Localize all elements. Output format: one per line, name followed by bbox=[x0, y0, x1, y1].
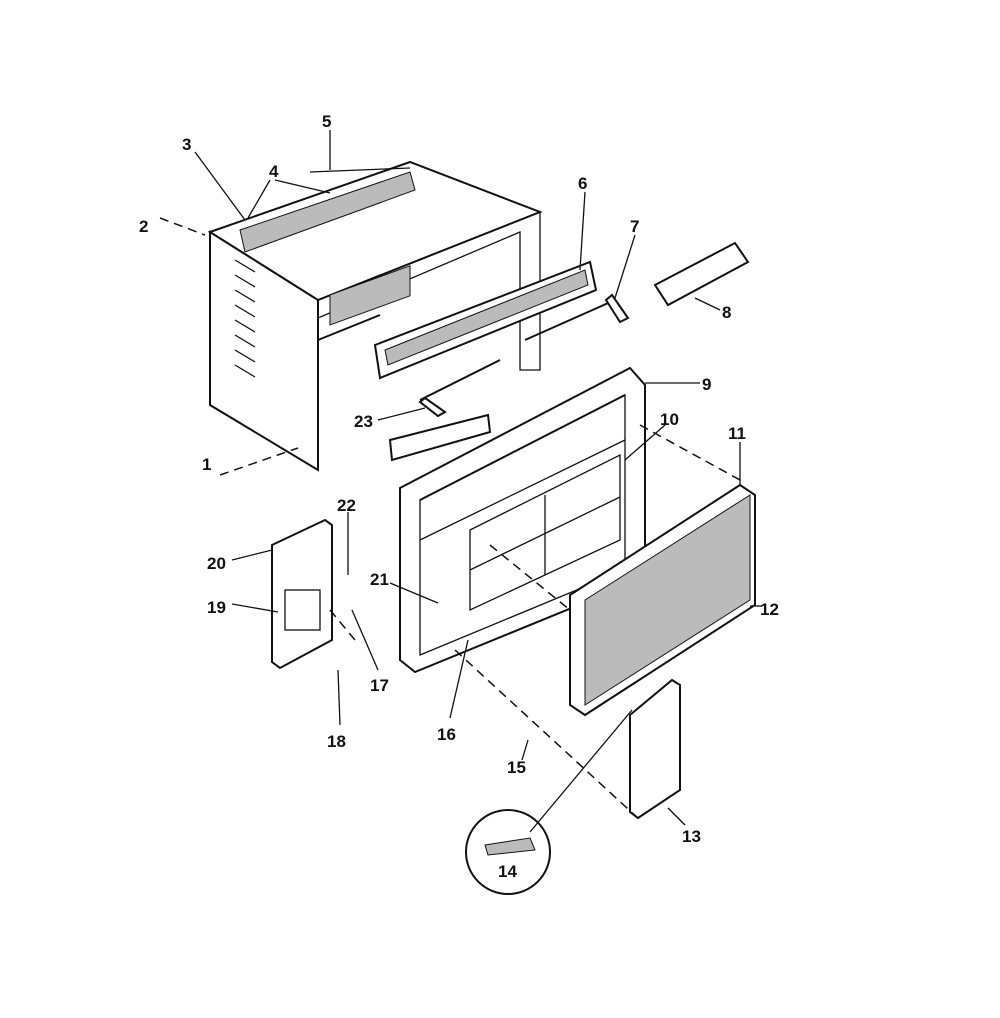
leader-dashes bbox=[159, 217, 741, 821]
label-1: 1 bbox=[202, 455, 211, 474]
label-17: 17 bbox=[370, 676, 389, 695]
cabinet bbox=[207, 160, 543, 472]
label-5: 5 bbox=[322, 112, 331, 131]
label-4: 4 bbox=[269, 162, 279, 181]
label-18: 18 bbox=[327, 732, 346, 751]
label-23: 23 bbox=[354, 412, 373, 431]
label-21: 21 bbox=[370, 570, 389, 589]
label-3: 3 bbox=[182, 135, 191, 154]
label-14: 14 bbox=[498, 862, 517, 881]
label-9: 9 bbox=[702, 375, 711, 394]
label-7: 7 bbox=[630, 217, 639, 236]
label-16: 16 bbox=[437, 725, 456, 744]
filter bbox=[569, 483, 756, 717]
label-10: 10 bbox=[660, 410, 679, 429]
label-22: 22 bbox=[337, 496, 356, 515]
label-6: 6 bbox=[578, 174, 587, 193]
label-11: 11 bbox=[728, 424, 746, 443]
part-8 bbox=[653, 241, 750, 307]
label-19: 19 bbox=[207, 598, 226, 617]
control-panel bbox=[271, 518, 333, 670]
label-20: 20 bbox=[207, 554, 226, 573]
leader-lines bbox=[194, 130, 762, 833]
label-13: 13 bbox=[682, 827, 701, 846]
part-labels: 1 2 3 4 5 6 7 8 9 10 11 12 13 14 15 16 1… bbox=[139, 112, 779, 881]
label-2: 2 bbox=[139, 217, 148, 236]
louver-assembly bbox=[373, 260, 630, 418]
label-8: 8 bbox=[722, 303, 731, 322]
part-13 bbox=[629, 678, 681, 820]
label-15: 15 bbox=[507, 758, 526, 777]
label-12: 12 bbox=[760, 600, 779, 619]
